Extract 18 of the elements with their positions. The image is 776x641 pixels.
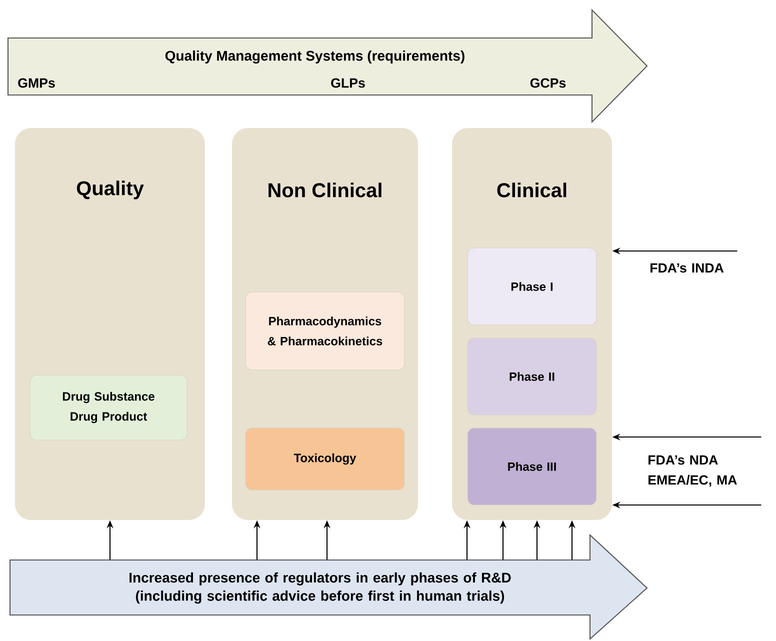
band-label: GCPs — [530, 78, 566, 88]
column-heading: Non Clinical — [268, 182, 382, 198]
block-arrow — [9, 534, 648, 640]
stage-box: Phase I — [467, 248, 597, 326]
stage-box: Toxicology — [245, 428, 405, 490]
band-label: GMPs — [18, 78, 55, 88]
column-heading: Quality — [76, 180, 144, 200]
stage-box: Pharmacodynamics & Pharmacokinetics — [245, 292, 405, 370]
band-title: Increased presence of regulators in early phases of R&D (including scientific advice before first in human trials) — [130, 572, 511, 604]
stage-box: Phase II — [467, 338, 597, 416]
side-label: FDA’s INDA — [650, 263, 724, 273]
column-heading: Clinical — [497, 182, 566, 198]
band-title: Quality Management Systems (requirements) — [165, 50, 464, 64]
side-label: FDA’s NDA EMEA/EC, MA — [648, 455, 737, 487]
band-label: GLPs — [331, 78, 365, 88]
stage-box: Phase III — [467, 428, 597, 506]
block-arrow — [7, 8, 648, 124]
stage-box: Drug Substance Drug Product — [30, 374, 188, 440]
